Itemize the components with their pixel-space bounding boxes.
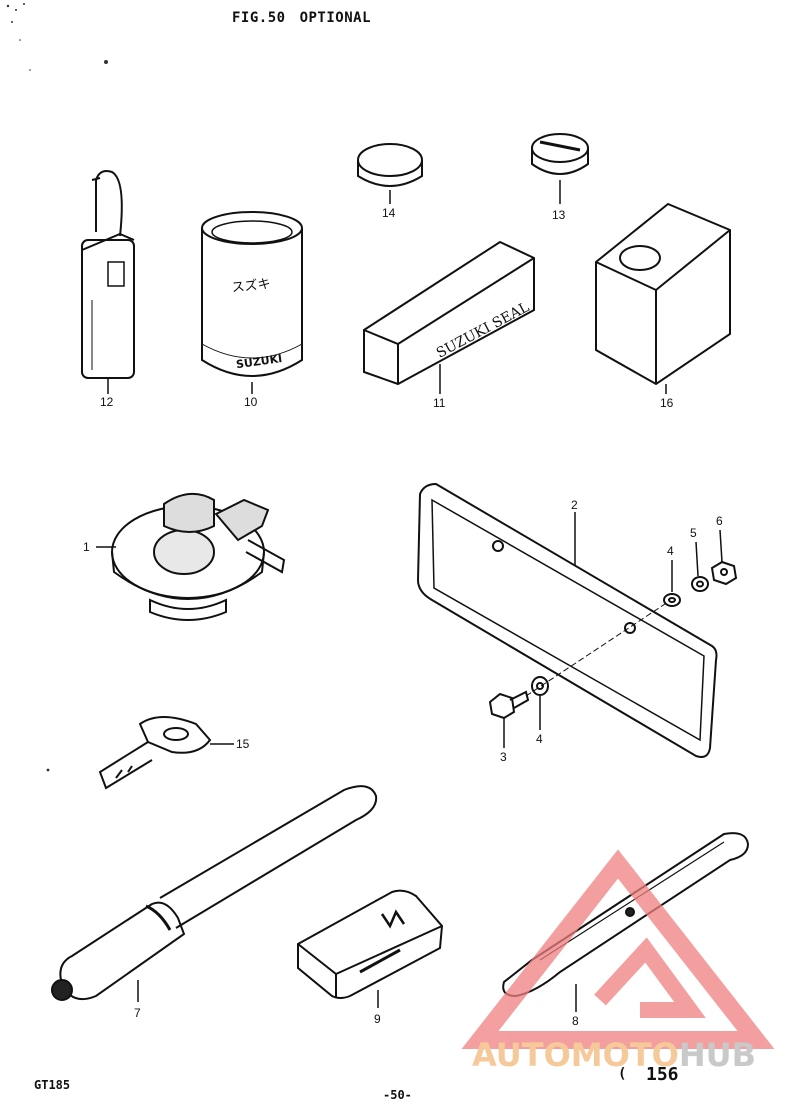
sheet-prefix: ( — [618, 1066, 627, 1082]
part-4-washer-lower — [531, 676, 549, 696]
leader-5 — [695, 541, 699, 577]
part-4-washer-upper — [663, 593, 681, 607]
sheet-number: 156 — [646, 1064, 679, 1085]
part-10-can — [201, 211, 303, 377]
seal-box-label: SUZUKI SEAL — [434, 299, 532, 361]
part-1-fuel-cap — [111, 493, 286, 621]
label-3: 3 — [500, 750, 507, 764]
can-label-brand: SUZUKI — [235, 352, 283, 371]
label-10: 10 — [244, 395, 258, 409]
label-6: 6 — [716, 514, 723, 528]
label-15: 15 — [236, 737, 250, 751]
part-6-nut — [710, 560, 738, 586]
label-4-lower: 4 — [536, 732, 543, 746]
label-5: 5 — [690, 526, 697, 540]
page-number: -50- — [383, 1088, 412, 1102]
label-16: 16 — [660, 396, 674, 410]
part-3-bolt — [488, 690, 530, 720]
leader-6 — [719, 529, 723, 563]
part-9-case — [297, 889, 444, 999]
label-1: 1 — [83, 540, 90, 554]
label-8: 8 — [572, 1014, 579, 1028]
label-14: 14 — [382, 206, 396, 220]
part-13-cap — [531, 133, 589, 175]
part-11-seal-box — [363, 240, 535, 386]
label-7: 7 — [134, 1006, 141, 1020]
model-code: GT185 — [34, 1078, 71, 1092]
figure-caption: OPTIONAL — [299, 10, 372, 26]
part-7-pump — [51, 785, 378, 1001]
figure-number: FIG.50 — [232, 10, 286, 26]
figure-title: FIG.50 OPTIONAL — [232, 10, 385, 26]
part-14-cap — [357, 143, 423, 187]
part-8-tire-lever — [502, 832, 750, 998]
label-13: 13 — [552, 208, 566, 222]
label-2: 2 — [571, 498, 578, 512]
label-9: 9 — [374, 1012, 381, 1026]
part-2-plate-frame — [416, 482, 718, 758]
label-11: 11 — [433, 396, 446, 410]
part-16-square-can — [595, 202, 731, 386]
watermark-logo — [461, 849, 775, 1049]
watermark-text: AUTOMOTOHUB — [472, 1036, 757, 1074]
part-12-tube — [81, 170, 135, 379]
label-4-upper: 4 — [667, 544, 674, 558]
part-15-key — [98, 716, 212, 790]
assembly-line — [525, 601, 669, 697]
scan-specks — [6, 3, 108, 772]
label-12: 12 — [100, 395, 114, 409]
can-label-kana: スズキ — [231, 276, 271, 296]
part-5-washer — [691, 576, 709, 592]
